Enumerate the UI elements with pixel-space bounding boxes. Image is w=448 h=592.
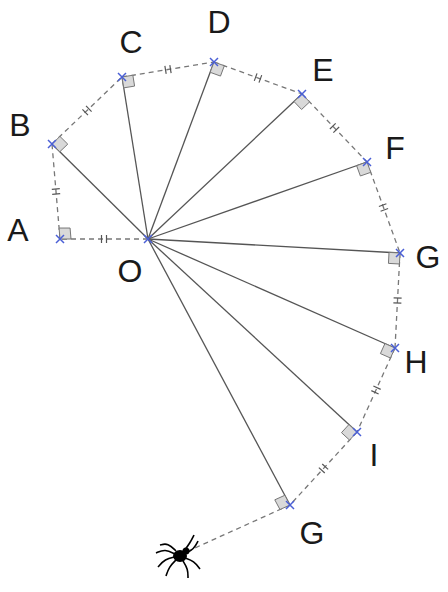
point-marker	[48, 140, 56, 148]
spider-leg	[156, 550, 175, 554]
unit-segment	[122, 62, 214, 77]
point-label: A	[7, 214, 28, 246]
point-markers	[48, 58, 404, 509]
tick-mark	[333, 127, 339, 133]
radius-line	[52, 144, 148, 239]
tick-mark	[52, 193, 60, 195]
point-label: E	[312, 54, 333, 86]
tick-mark	[381, 208, 389, 211]
tick-mark	[106, 235, 107, 243]
right-angle-mark	[122, 75, 135, 88]
point-label: B	[9, 109, 30, 141]
unit-segment	[52, 77, 122, 144]
point-label: G	[416, 241, 441, 273]
unit-segments	[52, 62, 400, 552]
point-label: I	[370, 439, 379, 471]
point-label: G	[300, 517, 325, 549]
tick-mark	[254, 73, 257, 81]
tick-mark	[165, 66, 166, 74]
radius-line	[148, 94, 302, 239]
spider-icon	[156, 535, 200, 578]
point-marker	[118, 73, 126, 81]
radius-line	[148, 239, 290, 505]
spider-head	[183, 548, 190, 555]
point-marker	[363, 158, 371, 166]
point-marker	[286, 501, 294, 509]
tick-mark	[52, 188, 60, 190]
radius-lines	[52, 62, 400, 505]
radius-line	[148, 239, 395, 348]
tick-mark	[86, 106, 92, 112]
point-marker	[353, 428, 361, 436]
point-marker	[56, 235, 64, 243]
spider-leg	[183, 561, 188, 578]
unit-segment	[395, 253, 400, 348]
tick-mark	[330, 123, 336, 129]
tick-mark	[371, 391, 378, 394]
point-marker	[391, 344, 399, 352]
point-label: O	[118, 255, 143, 287]
right-angle-mark	[52, 136, 68, 151]
tick-mark	[394, 297, 402, 299]
right-angle-mark	[341, 425, 357, 441]
unit-segment	[367, 162, 400, 253]
right-angle-marks	[52, 62, 400, 510]
point-label: D	[207, 6, 230, 38]
tick-mark	[319, 468, 325, 473]
unit-segment	[290, 432, 357, 505]
unit-segment	[52, 144, 60, 239]
tick-mark	[322, 464, 328, 469]
unit-segment	[214, 62, 302, 94]
unit-segment	[302, 94, 367, 162]
tick-mark	[379, 204, 387, 207]
point-marker	[396, 249, 404, 257]
tick-mark	[259, 75, 262, 83]
radius-line	[148, 62, 214, 239]
radius-line	[148, 162, 367, 239]
tick-mark	[373, 386, 380, 389]
radius-line	[148, 239, 400, 253]
unit-segment	[60, 238, 148, 239]
point-label: C	[119, 26, 142, 58]
right-angle-mark	[294, 94, 310, 109]
tick-marks	[52, 65, 402, 473]
radius-line	[148, 239, 357, 432]
unit-segment	[186, 505, 290, 552]
point-marker	[144, 235, 152, 243]
point-marker	[298, 90, 306, 98]
point-label: F	[385, 132, 405, 164]
spider-leg	[166, 560, 176, 576]
tick-mark	[170, 65, 171, 73]
point-label: H	[404, 346, 427, 378]
spider-leg	[158, 557, 175, 567]
point-marker	[210, 58, 218, 66]
tick-mark	[82, 109, 88, 115]
radius-line	[122, 77, 148, 239]
tick-mark	[101, 235, 102, 243]
unit-segment	[357, 348, 395, 432]
tick-mark	[393, 302, 401, 304]
